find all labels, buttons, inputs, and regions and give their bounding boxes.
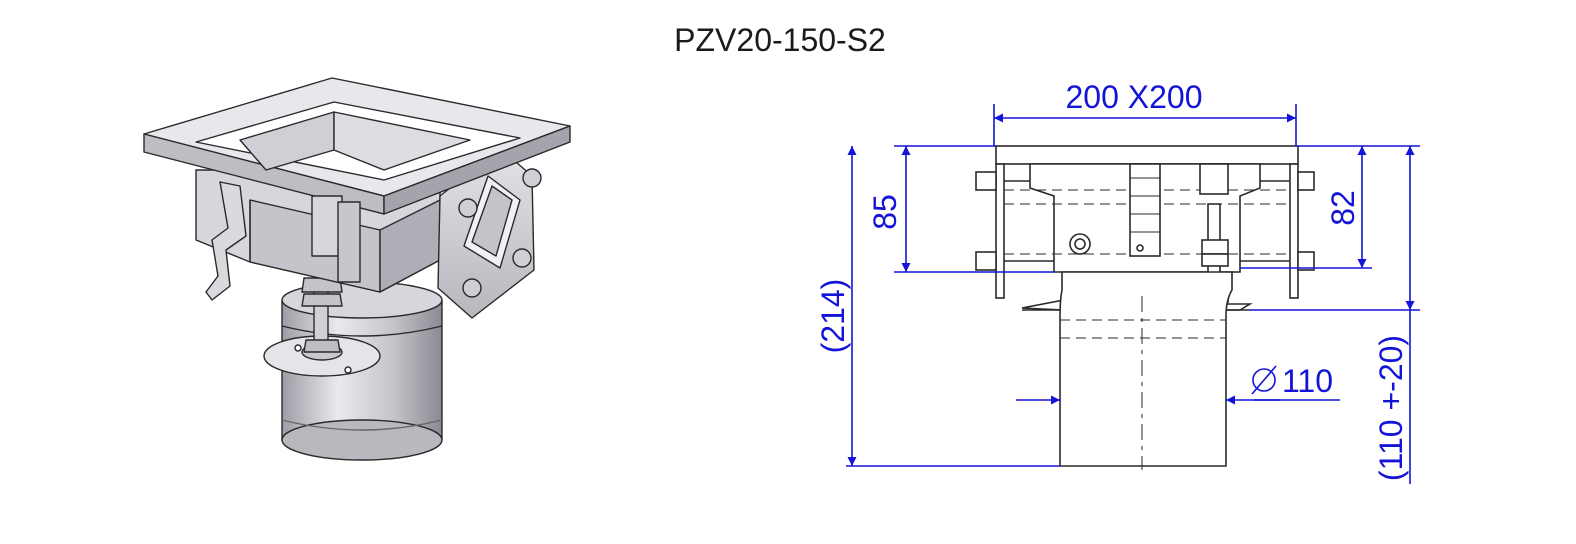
clamp-rod (311, 195, 361, 283)
strap-ribs (1130, 177, 1160, 233)
clamp-strap (1129, 163, 1161, 257)
top-frame (143, 77, 571, 215)
leveling-foot (263, 249, 381, 377)
dim-height-left: 85 (867, 194, 903, 230)
bolts (975, 171, 1315, 271)
dim-adjust: (110 +-20) (1373, 335, 1409, 481)
front-cylinder (1059, 271, 1233, 467)
isometric-view (143, 77, 571, 461)
top-plate (995, 145, 1299, 165)
front-view (975, 145, 1315, 470)
drawing-title: PZV20-150-S2 (674, 22, 886, 58)
right-upright (1289, 163, 1299, 299)
dim-diameter: 110 (1282, 363, 1333, 399)
dim-height-right: 82 (1325, 190, 1361, 226)
screw-bracket (1199, 163, 1229, 195)
left-foot (1021, 299, 1065, 311)
left-upright (995, 163, 1005, 299)
dim-width: 200 X200 (1065, 79, 1202, 115)
side-flange (437, 147, 542, 319)
dimension-lines (846, 104, 1420, 484)
dim-total-height: (214) (815, 279, 851, 354)
